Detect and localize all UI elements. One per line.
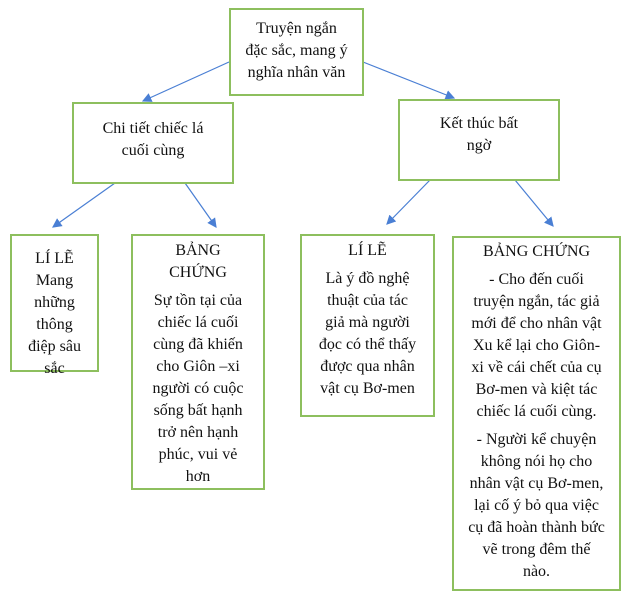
- line: Mang: [35, 272, 74, 289]
- line: Xu kể lại cho Giôn-: [472, 337, 601, 354]
- line: hơn: [185, 468, 211, 485]
- line: cùng đã khiến: [153, 336, 243, 353]
- arrow-left-reason: [52, 182, 116, 228]
- line: ngờ: [466, 137, 492, 154]
- line: phúc, vui vẻ: [158, 446, 238, 463]
- arrow-left-evidence: [184, 182, 217, 228]
- line: mới để cho nhân vật: [471, 315, 602, 332]
- line: sắc: [44, 360, 65, 377]
- line: vật cụ Bơ-men: [320, 380, 415, 397]
- line: điệp sâu: [28, 338, 81, 355]
- root-node: Truyện ngắn đặc sắc, mang ý nghĩa nhân v…: [229, 8, 364, 96]
- line: Là ý đồ nghệ: [325, 270, 410, 287]
- line: giả mà người: [325, 314, 410, 331]
- line: trở nên hạnh: [157, 424, 239, 441]
- line: sống bất hạnh: [153, 402, 243, 419]
- line: truyện ngắn, tác giả: [473, 293, 600, 310]
- line: nào.: [522, 563, 551, 580]
- line: cuối cùng: [121, 142, 185, 159]
- line: lại cố ý bỏ qua việc: [474, 497, 599, 514]
- line: người có cuộc: [152, 380, 244, 397]
- line: Kết thúc bất: [439, 115, 519, 132]
- line: - Cho đến cuối: [489, 271, 584, 288]
- line: thông: [36, 316, 73, 333]
- line: nhân vật cụ Bơ-men,: [469, 475, 604, 492]
- line: chiếc lá cuối: [157, 314, 239, 331]
- evidence-heading: CHỨNG: [169, 264, 227, 281]
- line: Chi tiết chiếc lá: [102, 120, 204, 137]
- arrow-right-evidence: [514, 179, 554, 227]
- left-branch-node: Chi tiết chiếc lá cuối cùng: [72, 102, 234, 184]
- line: được qua nhân: [320, 358, 415, 375]
- line: Bơ-men và kiệt tác: [475, 381, 598, 398]
- reason-heading: LÍ LẼ: [35, 250, 74, 267]
- reason-heading: LÍ LẼ: [348, 242, 387, 259]
- left-evidence-box: BẢNG CHỨNG Sự tồn tại của chiếc lá cuối …: [131, 234, 265, 490]
- line: Sự tồn tại của: [153, 292, 243, 309]
- evidence-heading: BẢNG: [175, 242, 221, 259]
- arrow-right-reason: [386, 179, 431, 225]
- line: thuật của tác: [327, 292, 408, 309]
- line: xi về cái chết của cụ: [471, 359, 602, 376]
- line: đặc sắc, mang ý: [245, 42, 348, 59]
- line: chiếc lá cuối cùng.: [476, 403, 597, 420]
- right-reason-box: LÍ LẼ Là ý đồ nghệ thuật của tác giả mà …: [300, 234, 435, 417]
- line: đọc có thể thấy: [318, 336, 417, 353]
- left-reason-box: LÍ LẼ Mang những thông điệp sâu sắc: [10, 234, 99, 377]
- arrow-root-right: [362, 61, 456, 100]
- line: vẽ trong đêm thế: [482, 541, 591, 558]
- evidence-heading: BẢNG CHỨNG: [482, 243, 591, 260]
- line: không nói họ cho: [480, 453, 593, 470]
- line: Truyện ngắn: [256, 20, 337, 37]
- line: nghĩa nhân văn: [247, 64, 346, 81]
- line: cho Giôn –xi: [156, 358, 240, 375]
- line: cụ đã hoàn thành bức: [468, 519, 605, 536]
- arrow-root-left: [141, 61, 230, 102]
- line: những: [34, 294, 75, 311]
- line: - Người kể chuyện: [476, 431, 597, 448]
- right-evidence-box: BẢNG CHỨNG - Cho đến cuối truyện ngắn, t…: [452, 236, 621, 591]
- right-branch-node: Kết thúc bất ngờ: [398, 99, 560, 181]
